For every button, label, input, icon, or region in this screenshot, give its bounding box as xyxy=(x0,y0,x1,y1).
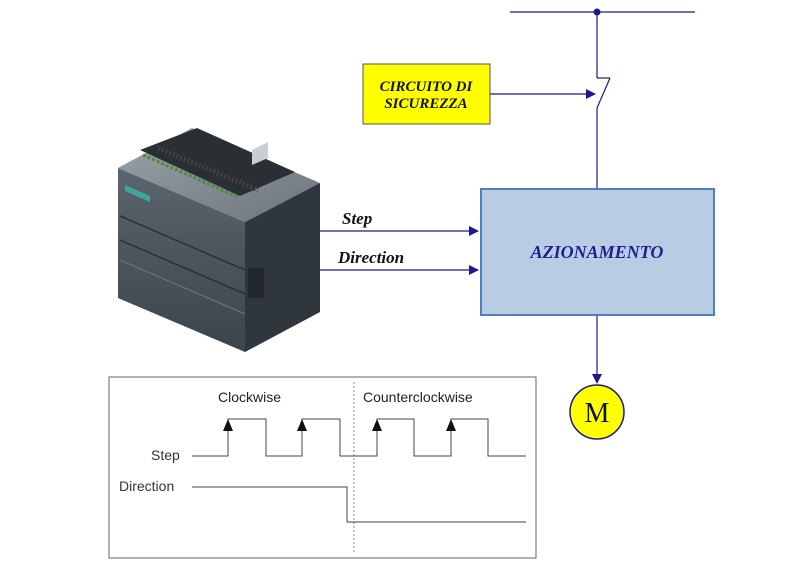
clockwise-label: Clockwise xyxy=(218,389,281,405)
safety-circuit-box: CIRCUITO DI SICUREZZA xyxy=(362,63,491,125)
direction-waveform xyxy=(192,486,526,523)
timing-diagram: Clockwise Counterclockwise Step Directio… xyxy=(108,376,537,559)
counterclockwise-label: Counterclockwise xyxy=(363,389,473,405)
plc-controller-icon xyxy=(118,128,320,352)
motor-label: M xyxy=(585,398,610,429)
step-signal-label: Step xyxy=(342,209,372,228)
direction-signal-label: Direction xyxy=(337,248,404,267)
step-waveform xyxy=(192,418,526,457)
safety-label-line1: CIRCUITO DI xyxy=(380,79,474,95)
power-supply-line xyxy=(510,8,695,188)
motor-icon: M xyxy=(569,384,625,440)
step-timing-label: Step xyxy=(151,447,180,463)
step-rising-edge-markers xyxy=(223,419,456,431)
drive-box: AZIONAMENTO xyxy=(480,188,715,316)
direction-timing-label: Direction xyxy=(119,478,174,494)
drive-label: AZIONAMENTO xyxy=(530,242,664,262)
safety-label-line2: SICUREZZA xyxy=(384,96,467,112)
